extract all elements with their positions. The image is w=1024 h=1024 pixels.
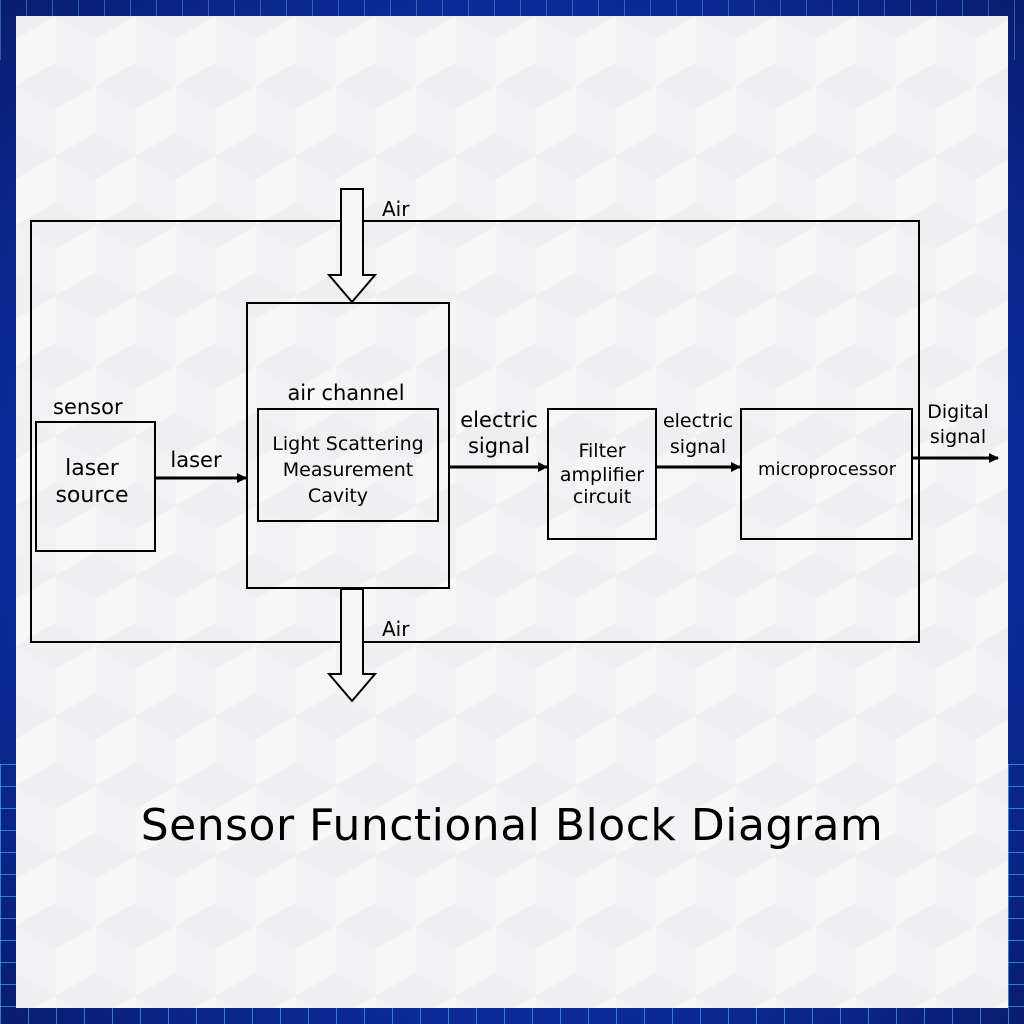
cavity-label-line1: Light Scattering <box>272 433 423 455</box>
air-in-label: Air <box>382 197 410 221</box>
air-channel-label: air channel <box>287 381 404 405</box>
filter-label-line2: amplifier <box>560 464 644 486</box>
filter-label-line1: Filter <box>578 440 625 462</box>
cavity-label-line2: Measurement <box>283 459 413 481</box>
diagram-canvas <box>16 16 1008 1008</box>
air-out-arrow <box>326 588 378 703</box>
cavity-label-line3: Cavity <box>308 485 368 507</box>
microprocessor-block <box>740 408 913 540</box>
air-out-label: Air <box>382 617 410 641</box>
microprocessor-label: microprocessor <box>758 459 897 480</box>
electric-signal-1-label-line1: electric <box>460 408 537 432</box>
filter-label-line3: circuit <box>573 486 631 508</box>
digital-signal-label-line1: Digital <box>927 401 989 423</box>
diagram-title: Sensor Functional Block Diagram <box>140 800 884 851</box>
sensor-enclosure <box>30 220 920 643</box>
electric-signal-2-label-line2: signal <box>670 436 726 458</box>
air-in-arrow <box>326 188 378 304</box>
laser-source-block <box>35 421 156 552</box>
laser-source-label-line2: source <box>55 483 128 508</box>
digital-signal-label-line2: signal <box>930 426 986 448</box>
laser-label: laser <box>170 448 222 472</box>
electric-signal-1-label-line2: signal <box>468 434 530 458</box>
laser-source-label-line1: laser <box>65 456 120 481</box>
measurement-cavity-block <box>257 408 439 522</box>
electric-signal-2-label-line1: electric <box>663 410 733 432</box>
filter-amplifier-block <box>547 408 657 540</box>
sensor-label: sensor <box>53 395 123 419</box>
